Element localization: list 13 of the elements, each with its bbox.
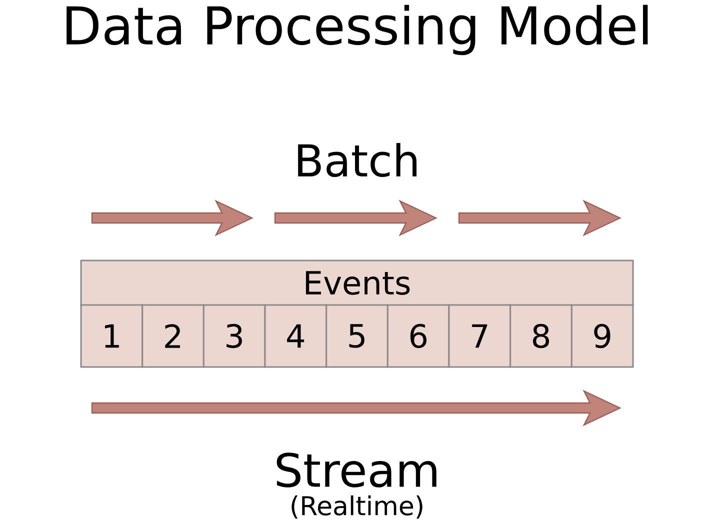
event-cell: 4 [264, 304, 328, 368]
event-cell: 8 [510, 304, 572, 368]
title: Data Processing Model [66, 4, 648, 56]
event-cell: 5 [326, 304, 388, 368]
event-cell: 2 [142, 304, 204, 368]
event-cell: 6 [386, 304, 450, 368]
event-cell: 3 [202, 304, 266, 368]
realtime-label: (Realtime) [292, 495, 422, 519]
batch-label: Batch [298, 142, 416, 178]
event-cell: 9 [570, 304, 634, 368]
stream-label: Stream [276, 452, 436, 488]
event-cell: 7 [448, 304, 512, 368]
event-cell: 1 [80, 304, 144, 368]
